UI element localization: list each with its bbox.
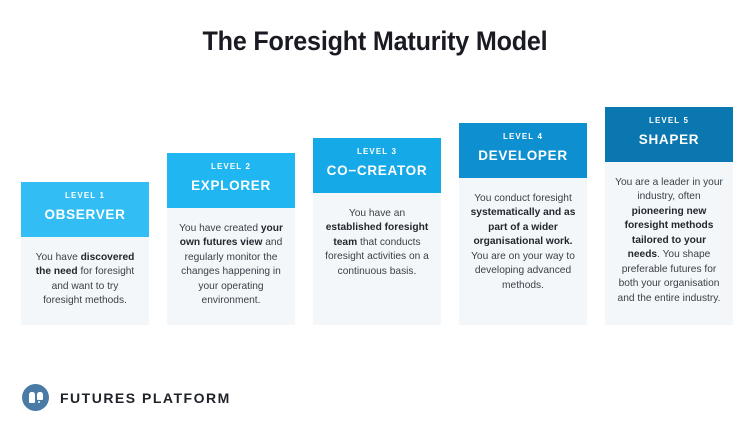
- level-card-header: LEVEL 4 DEVELOPER: [459, 123, 587, 178]
- level-card[interactable]: LEVEL 1 OBSERVER You have discovered the n…: [21, 182, 149, 325]
- level-card-description: You have an established foresight team t…: [325, 208, 429, 277]
- level-card-name: CO−CREATOR: [326, 162, 428, 178]
- level-card[interactable]: LEVEL 3 CO−CREATOR You have an established…: [313, 138, 441, 325]
- level-card-description: You have discovered the need for foresig…: [35, 252, 135, 307]
- level-card-header: LEVEL 3 CO−CREATOR: [313, 138, 441, 193]
- level-card[interactable]: LEVEL 4 DEVELOPER You conduct foresight sy…: [459, 123, 587, 325]
- level-card-description: You conduct foresight systematically and…: [470, 193, 576, 291]
- level-card-header: LEVEL 2 EXPLORER: [167, 153, 295, 208]
- level-card-header: LEVEL 1 OBSERVER: [21, 182, 149, 237]
- level-card-name: DEVELOPER: [478, 147, 568, 163]
- level-card-level: LEVEL 1: [64, 191, 105, 200]
- level-card[interactable]: LEVEL 2 EXPLORER You have created your own…: [167, 153, 295, 325]
- footer-brand-logo: FUTURES PLATFORM: [22, 384, 231, 411]
- level-card-description: You have created your own futures view a…: [179, 223, 283, 307]
- level-card-level: LEVEL 2: [210, 162, 251, 171]
- maturity-levels-row: LEVEL 1 OBSERVER You have discovered the n…: [21, 0, 733, 340]
- page-title: The Foresight Maturity Model: [202, 26, 548, 56]
- level-card-level: LEVEL 3: [356, 147, 397, 156]
- level-card[interactable]: LEVEL 5 SHAPER You are a leader in your in…: [605, 107, 733, 325]
- level-card-name: OBSERVER: [44, 206, 126, 222]
- level-card-level: LEVEL 4: [502, 132, 543, 141]
- level-card-description: You are a leader in your industry, often…: [615, 177, 723, 304]
- level-card-header: LEVEL 5 SHAPER: [605, 107, 733, 162]
- brand-name: FUTURES PLATFORM: [60, 389, 231, 406]
- futures-platform-logo-icon: [22, 384, 49, 411]
- level-card-name: EXPLORER: [191, 177, 271, 193]
- level-card-name: SHAPER: [638, 131, 700, 147]
- level-card-level: LEVEL 5: [648, 116, 689, 125]
